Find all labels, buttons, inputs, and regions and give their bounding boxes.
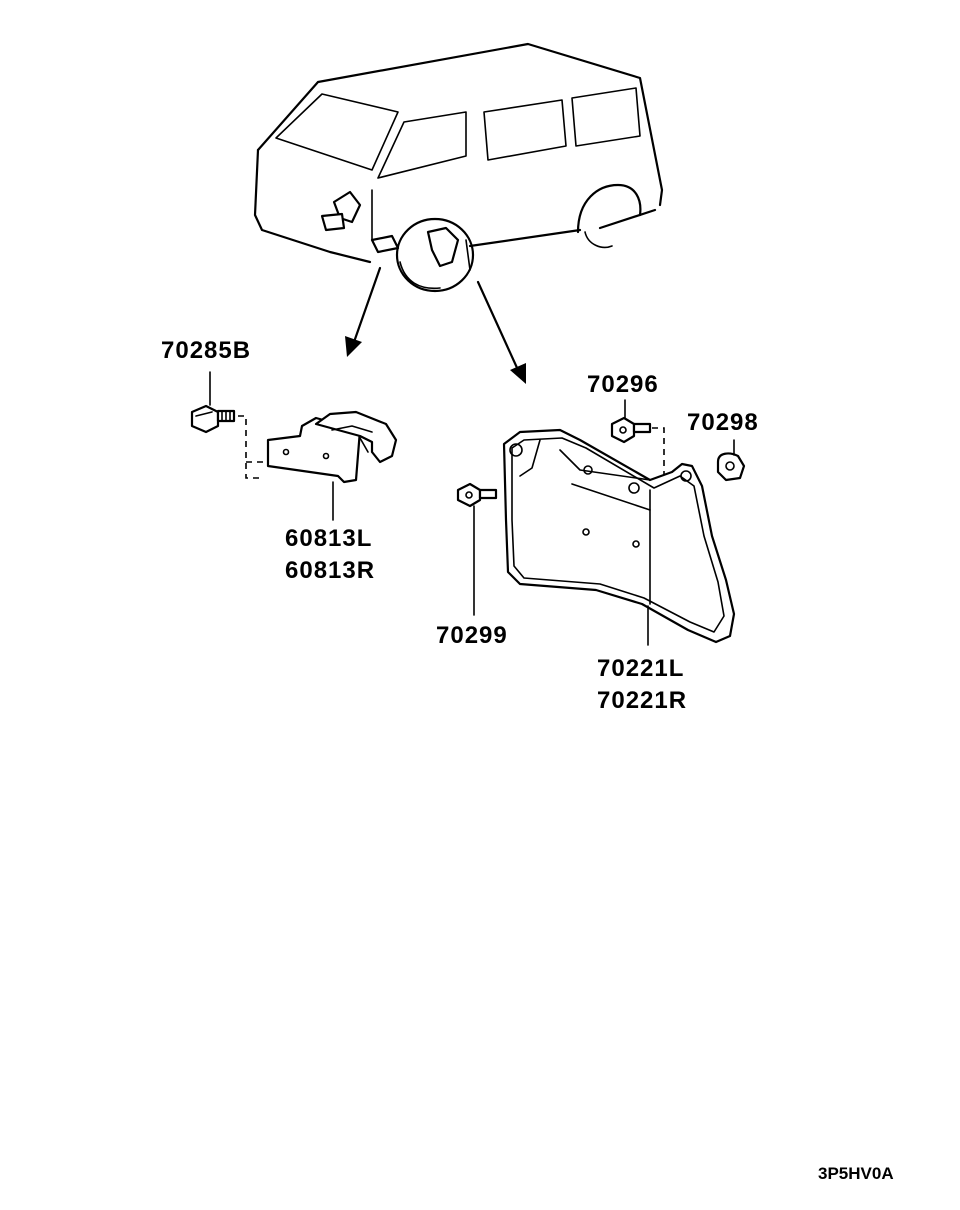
label-70298: 70298 bbox=[687, 409, 759, 436]
label-70296: 70296 bbox=[587, 371, 659, 398]
bracket-assembly bbox=[190, 371, 398, 521]
label-70221l: 70221L bbox=[597, 655, 684, 682]
pointer-arrows bbox=[345, 266, 526, 384]
screw-70296 bbox=[610, 416, 652, 444]
label-70221r: 70221R bbox=[597, 687, 687, 714]
bolt-70285b bbox=[190, 404, 236, 434]
label-60813r: 60813R bbox=[285, 557, 375, 584]
clip-70298 bbox=[716, 452, 746, 482]
label-70285b: 70285B bbox=[161, 337, 251, 364]
label-60813l: 60813L bbox=[285, 525, 372, 552]
van-illustration bbox=[253, 42, 664, 293]
mudguard-assembly bbox=[456, 399, 746, 646]
label-70299: 70299 bbox=[436, 622, 508, 649]
diagram-code: 3P5HV0A bbox=[818, 1164, 894, 1183]
screw-70299 bbox=[456, 482, 498, 508]
